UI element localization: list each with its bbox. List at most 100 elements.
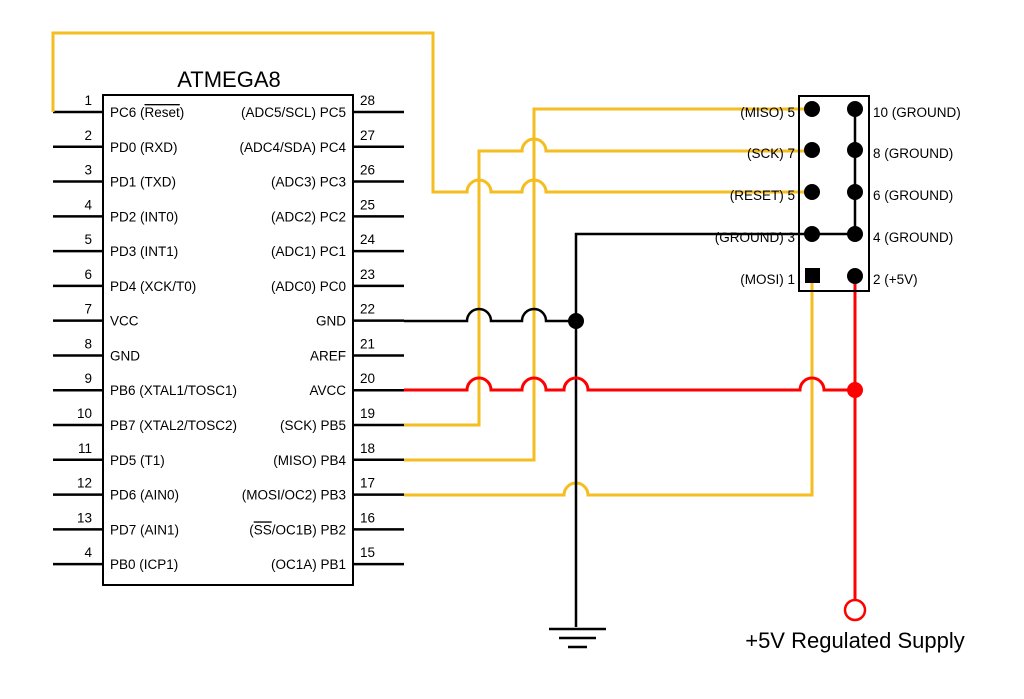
pin-label-overline: SS [254, 522, 272, 537]
pin-label: (ADC3) PC3 [271, 175, 346, 190]
pin-number: 4 [84, 545, 92, 560]
pin-number: 9 [84, 371, 92, 386]
pin-number: 2 [84, 128, 92, 143]
pin-number: 24 [360, 232, 376, 247]
pin-right-25: 25 (ADC2) PC2 [271, 197, 404, 224]
pin-label: PD2 (INT0) [110, 209, 178, 224]
pin-label: PD4 (XCK/T0) [110, 279, 196, 294]
pin-label-prefix: ( [249, 522, 254, 537]
pin-label: GND [316, 314, 346, 329]
header-pin-icon [847, 142, 863, 158]
header-left-label: (RESET) 5 [730, 188, 795, 203]
wire-sck [404, 137, 812, 427]
pin-label: PD1 (TXD) [110, 175, 176, 190]
pin-label: PD5 (T1) [110, 453, 165, 468]
header-pin-icon [847, 268, 863, 284]
wire-gnd-main [574, 232, 812, 627]
pin-right-26: 26 (ADC3) PC3 [271, 163, 404, 190]
pin-number: 22 [360, 302, 375, 317]
pin-number: 4 [84, 197, 92, 212]
pin-label-overline: Reset [145, 105, 181, 120]
right-pins: 28 (ADC5/SCL) PC5 27(ADC4/SDA) PC4 26 (ADC3)… [239, 93, 404, 572]
pin-number: 13 [77, 510, 92, 525]
header-right-label: 4 (GROUND) [873, 230, 953, 245]
pin-label: PB6 (XTAL1/TOSC1) [110, 383, 237, 398]
header-left-label: (SCK) 7 [747, 146, 795, 161]
header-pin-icon [847, 226, 863, 242]
wire-miso [404, 107, 812, 462]
chip-title: ATMEGA8 [177, 67, 281, 92]
pin-number: 26 [360, 163, 375, 178]
pin-label: PD0 (RXD) [110, 140, 178, 155]
pin-number: 25 [360, 197, 375, 212]
pin-right-27: 27(ADC4/SDA) PC4 [239, 128, 404, 155]
pin-right-18: 18(MISO) PB4 [273, 441, 404, 468]
supply-label: +5V Regulated Supply [745, 628, 965, 653]
pin-number: 1 [84, 93, 92, 108]
pin-number: 19 [360, 406, 375, 421]
pin-number: 8 [84, 336, 92, 351]
wire-gnd-chip [404, 307, 576, 323]
pin-label-suffix: ) [180, 105, 185, 120]
pin-right-15: 15 (OC1A) PB1 [271, 545, 404, 572]
header-left-label: (MOSI) 1 [740, 272, 795, 287]
pin-number: 12 [77, 476, 92, 491]
pin-label: (ADC4/SDA) PC4 [239, 140, 346, 155]
pin-label: (ADC2) PC2 [271, 209, 346, 224]
junction-ground [568, 313, 584, 329]
pin-label: PB0 (ICP1) [110, 557, 178, 572]
pin-number: 15 [360, 545, 375, 560]
pin-right-24: 24 (ADC1) PC1 [271, 232, 404, 259]
header-right-label: 6 (GROUND) [873, 188, 953, 203]
wire-gnd-header [812, 109, 857, 236]
pin-label: VCC [110, 314, 139, 329]
pin-label-prefix: PC6 ( [110, 105, 145, 120]
pin-label: (OC1A) PB1 [271, 557, 346, 572]
pin-label: PB7 (XTAL2/TOSC2) [110, 418, 237, 433]
pin-number: 21 [360, 336, 375, 351]
pin-label: (MOSI/OC2) PB3 [242, 488, 346, 503]
isp-header-pins: (MISO) 5(SCK) 7(RESET) 5(GROUND) 3(MOSI)… [715, 101, 961, 287]
pin-number: 5 [84, 232, 92, 247]
pin-number: 11 [78, 441, 92, 456]
chip-body [102, 94, 354, 586]
pin-label: (SS/OC1B) PB2 [249, 522, 346, 537]
header-right-label: 10 (GROUND) [873, 105, 961, 120]
pin-number: 7 [84, 302, 92, 317]
pin-label: PD3 (INT1) [110, 244, 178, 259]
pin-label: (ADC5/SCL) PC5 [241, 105, 346, 120]
header-left-label: (GROUND) 3 [715, 230, 795, 245]
isp-header-body [798, 95, 870, 292]
pin-right-28: 28 (ADC5/SCL) PC5 [241, 93, 404, 120]
pin-number: 16 [360, 510, 375, 525]
pin-number: 28 [360, 93, 375, 108]
pin-label: PD6 (AIN0) [110, 488, 179, 503]
pin-number: 20 [360, 371, 375, 386]
pin-label: PD7 (AIN1) [110, 522, 179, 537]
header-pin-icon [804, 184, 820, 200]
pin-number: 6 [84, 267, 92, 282]
pin-number: 3 [84, 163, 92, 178]
pin-label: GND [110, 348, 140, 363]
pin-label: (ADC0) PC0 [271, 279, 346, 294]
pin-label: (MISO) PB4 [273, 453, 346, 468]
header-pin-1-square-icon [805, 268, 820, 283]
pin-label: (SCK) PB5 [280, 418, 346, 433]
pin-label: (ADC1) PC1 [271, 244, 346, 259]
header-pin-icon [804, 101, 820, 117]
header-right-label: 8 (GROUND) [873, 146, 953, 161]
